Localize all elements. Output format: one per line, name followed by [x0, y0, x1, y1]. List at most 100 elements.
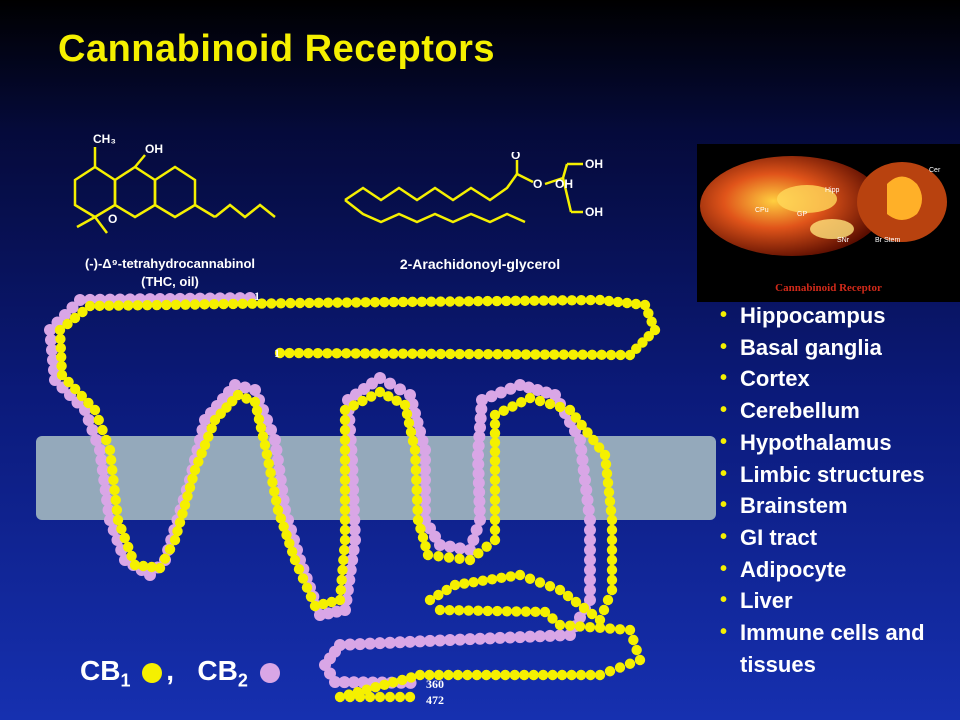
cb1-chain-bead: [93, 414, 104, 426]
cb1-chain-bead: [322, 348, 333, 359]
cb2-chain-bead: [424, 634, 436, 647]
cb1-chain-bead: [379, 296, 390, 308]
cb1-chain-bead: [286, 546, 298, 557]
cb1-chain-bead: [482, 295, 493, 307]
cb1-chain-bead: [500, 669, 511, 681]
cb1-chain-bead: [530, 606, 541, 618]
cb2-chain-bead: [454, 542, 466, 555]
cb1-chain-bead: [103, 300, 115, 311]
cb2-chain-bead: [98, 474, 111, 486]
ag-ester-o: O: [533, 177, 542, 191]
cb2-chain-bead: [580, 484, 593, 496]
cb1-chain-bead: [378, 348, 390, 359]
cb1-chain-bead: [463, 348, 475, 360]
cb1-chain-bead: [600, 459, 612, 470]
cb2-chain-bead: [464, 633, 476, 646]
cb2-chain-bead: [338, 676, 351, 689]
cb1-chain-bead: [489, 524, 501, 536]
cb1-chain-bead: [339, 414, 351, 426]
cb1-chain-bead: [549, 349, 560, 360]
cb2-chain-bead: [467, 534, 480, 546]
cb2-chain-bead: [82, 414, 95, 426]
cb1-chain-bead: [602, 594, 614, 606]
cb2-chain-bead: [474, 632, 486, 645]
cb1-chain-bead: [318, 598, 329, 610]
cb1-chain-bead: [312, 348, 324, 359]
cb1-chain-bead: [482, 605, 493, 617]
cb1-chain-bead: [199, 439, 211, 451]
cb1-chain-bead: [369, 297, 381, 308]
cb1-chain-bead: [433, 589, 444, 601]
cb1-chain-bead: [410, 464, 422, 476]
cb1-chain-bead: [537, 669, 549, 681]
cb1-chain-bead: [435, 296, 446, 307]
cb2-chain-bead: [472, 476, 485, 489]
cb1-chain-bead: [594, 614, 606, 626]
cb2-chain-bead: [404, 389, 416, 401]
cb1-chain-bead: [594, 622, 606, 634]
cb1-chain-bead: [557, 295, 568, 306]
cb1-chain-bead: [374, 691, 386, 703]
cb1-chain-bead: [123, 541, 134, 553]
cb1-chain-bead: [594, 294, 606, 306]
cb1-chain-bead: [603, 295, 615, 307]
cb1-chain-bead: [359, 348, 371, 359]
cb1-chain-bead: [275, 513, 287, 524]
cb1-chain-bead: [132, 300, 143, 311]
legend-cb1-swatch: [142, 662, 163, 683]
cb2-chain-bead: [470, 524, 483, 536]
cb1-chain-bead: [122, 300, 134, 311]
cb1-chain-bead: [554, 584, 566, 596]
cb1-chain-bead: [109, 484, 120, 496]
cb1-chain-bead: [70, 383, 81, 395]
cb2-chain-bead: [59, 309, 71, 321]
cb1-chain-bead: [54, 324, 66, 336]
region-item: Limbic structures: [718, 459, 958, 491]
thc-name: (-)-Δ⁹-tetrahydrocannabinol: [84, 256, 256, 271]
cb1-chain-bead: [556, 669, 568, 681]
cb1-chain-bead: [322, 297, 334, 308]
cb1-chain-bead: [606, 574, 618, 586]
cb1-chain-bead: [249, 396, 261, 408]
cb1-chain-bead: [303, 347, 314, 359]
cb2-chain-bead: [102, 504, 115, 516]
cb2-chain-bead: [544, 629, 556, 642]
cb1-chain-bead: [405, 672, 417, 683]
cb1-chain-bead: [574, 621, 586, 632]
cb2-chain-bead: [473, 486, 486, 499]
cb2-chain-bead: [504, 382, 517, 395]
cb1-chain-bead: [267, 476, 278, 488]
cb1-chain-bead: [184, 482, 196, 493]
cb1-chain-bead: [339, 434, 351, 446]
cb1-chain-bead: [309, 600, 321, 612]
cb1-chain-bead: [630, 298, 642, 310]
cb1-chain-bead: [604, 666, 616, 677]
cb2-chain-bead: [472, 467, 485, 480]
cb1-chain-bead: [388, 348, 399, 359]
cb2-chain-bead: [473, 495, 486, 508]
cb2-chain-bead: [271, 454, 284, 466]
cb2-chain-bead: [474, 514, 486, 526]
ag-structure: O O OH OH OH: [344, 152, 603, 224]
cb1-chain-bead: [265, 467, 276, 479]
cb2-chain-bead: [411, 416, 424, 429]
cb2-chain-bead: [94, 444, 106, 456]
cb1-chain-bead: [433, 669, 445, 681]
cb1-chain-bead: [586, 349, 598, 360]
cb1-chain-bead: [407, 435, 419, 447]
cb1-chain-bead: [604, 496, 616, 507]
cb1-chain-bead: [335, 584, 347, 596]
cb1-chain-bead: [388, 296, 399, 308]
cb1-chain-bead: [177, 508, 188, 519]
cb1-end-label: 472: [426, 693, 444, 707]
cb1-chain-bead: [639, 299, 651, 311]
thc-structure: CH₃ OH O: [73, 132, 276, 234]
cb1-chain-bead: [606, 564, 618, 576]
cb1-chain-bead: [649, 324, 661, 336]
cb1-chain-bead: [489, 437, 501, 448]
cb1-chain-bead: [509, 669, 520, 681]
cb1-chain-bead: [285, 297, 296, 309]
ag-carbonyl-o: O: [511, 152, 520, 162]
cb2-chain-bead: [419, 474, 431, 486]
